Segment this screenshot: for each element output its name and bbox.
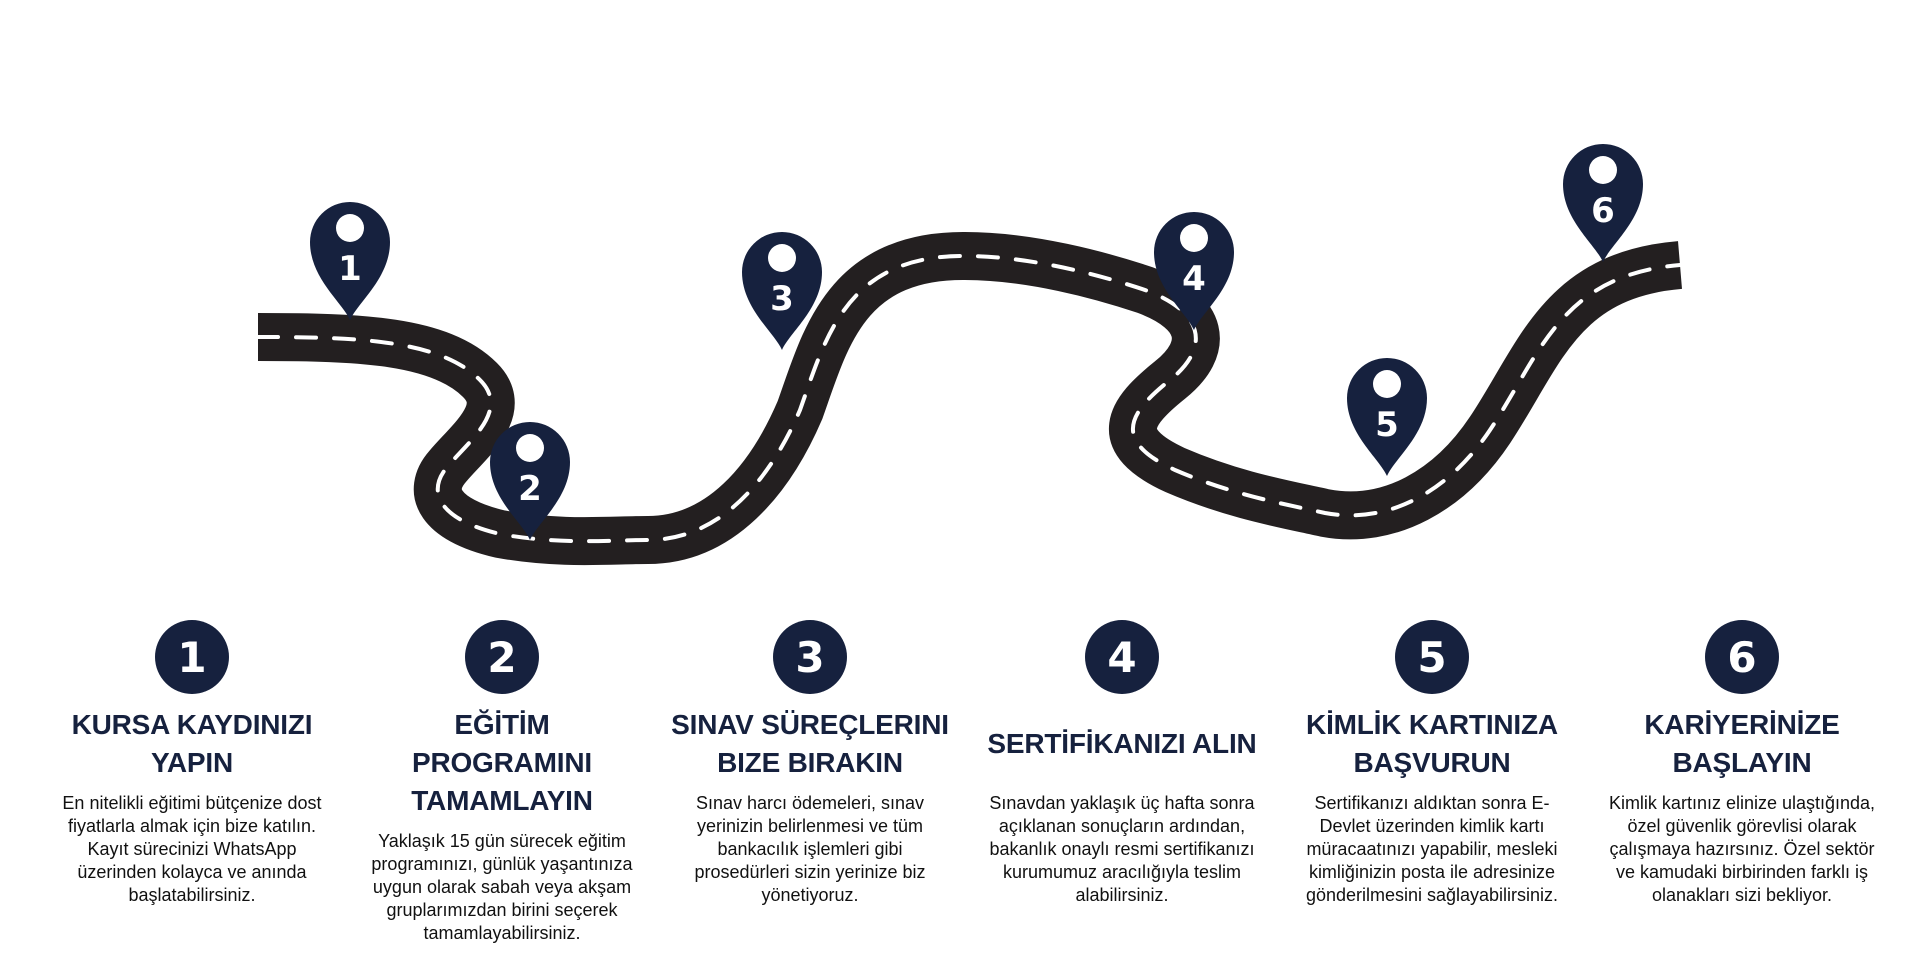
map-pin-1: 1 (310, 202, 390, 320)
step-title: SERTİFİKANIZI ALIN (982, 706, 1262, 782)
step-description: Sertifikanızı aldıktan sonra E-Devlet üz… (1305, 793, 1559, 905)
map-pin-icon (490, 422, 570, 540)
winding-road (256, 231, 1683, 566)
step-title-line-2: BAŞVURUN (1353, 747, 1511, 778)
map-pin-3: 3 (742, 232, 822, 350)
step-number-badge: 5 (1395, 620, 1469, 694)
map-pin-icon (742, 232, 822, 350)
road-map: 1 2 3 4 5 6 (256, 144, 1683, 566)
step-title-line-1: KURSA KAYDINIZI (71, 709, 313, 740)
step-title-line-1: SERTİFİKANIZI ALIN (987, 728, 1257, 759)
map-pin-icon (1347, 358, 1427, 476)
step-title: SINAV SÜREÇLERINI BIZE BIRAKIN (670, 706, 950, 782)
map-pin-icon (1563, 144, 1643, 262)
step-title-line-2: YAPIN (150, 747, 233, 778)
step-title-line-1: SINAV SÜREÇLERINI (671, 709, 949, 740)
step-description: Kimlik kartınız elinize ulaştığında, öze… (1608, 793, 1876, 905)
road-lane-markings (256, 253, 1682, 544)
step-title: KİMLİK KARTINIZA BAŞVURUN (1292, 706, 1572, 782)
map-pin-6: 6 (1563, 144, 1643, 262)
map-pin-icon (310, 202, 390, 320)
step-title-line-2: BAŞLAYIN (1672, 747, 1812, 778)
step-number-badge: 6 (1705, 620, 1779, 694)
step-title-line-1: KİMLİK KARTINIZA (1306, 709, 1558, 740)
pin-hole (1589, 156, 1617, 184)
pin-number: 2 (518, 469, 542, 509)
map-pin-icon (1154, 212, 1234, 330)
step-title-line-2: BIZE BIRAKIN (717, 747, 903, 778)
step-description: Sınavdan yaklaşık üç hafta sonra açıklan… (989, 793, 1255, 905)
pin-hole (1373, 370, 1401, 398)
step-description: En nitelikli eğitimi bütçenize dost fiya… (62, 793, 322, 905)
step-number-badge: 4 (1085, 620, 1159, 694)
step-number-badge: 3 (773, 620, 847, 694)
pin-hole (1180, 224, 1208, 252)
step-title-line-2: TAMAMLAYIN (411, 785, 593, 816)
map-pin-2: 2 (490, 422, 570, 540)
map-pin-5: 5 (1347, 358, 1427, 476)
pin-hole (516, 434, 544, 462)
step-title-line-1: EĞİTİM PROGRAMINI (411, 709, 592, 778)
pin-hole (336, 214, 364, 242)
pin-number: 4 (1182, 259, 1206, 299)
pin-number: 1 (338, 249, 362, 289)
step-title-line-1: KARİYERİNİZE (1644, 709, 1840, 740)
step-title: EĞİTİM PROGRAMINI TAMAMLAYIN (362, 706, 642, 820)
step-description: Yaklaşık 15 gün sürecek eğitim programın… (371, 831, 633, 943)
pin-number: 6 (1591, 191, 1615, 231)
map-pins: 1 2 3 4 5 6 (310, 144, 1643, 540)
pin-number: 5 (1375, 405, 1399, 445)
pin-number: 3 (770, 279, 794, 319)
step-number-badge: 1 (155, 620, 229, 694)
step-title: KARİYERİNİZE BAŞLAYIN (1602, 706, 1882, 782)
road-surface (257, 231, 1683, 566)
step-description: Sınav harcı ödemeleri, sınav yerinizin b… (694, 793, 926, 905)
step-title: KURSA KAYDINIZI YAPIN (52, 706, 332, 782)
step-number-badge: 2 (465, 620, 539, 694)
pin-hole (768, 244, 796, 272)
map-pin-4: 4 (1154, 212, 1234, 330)
